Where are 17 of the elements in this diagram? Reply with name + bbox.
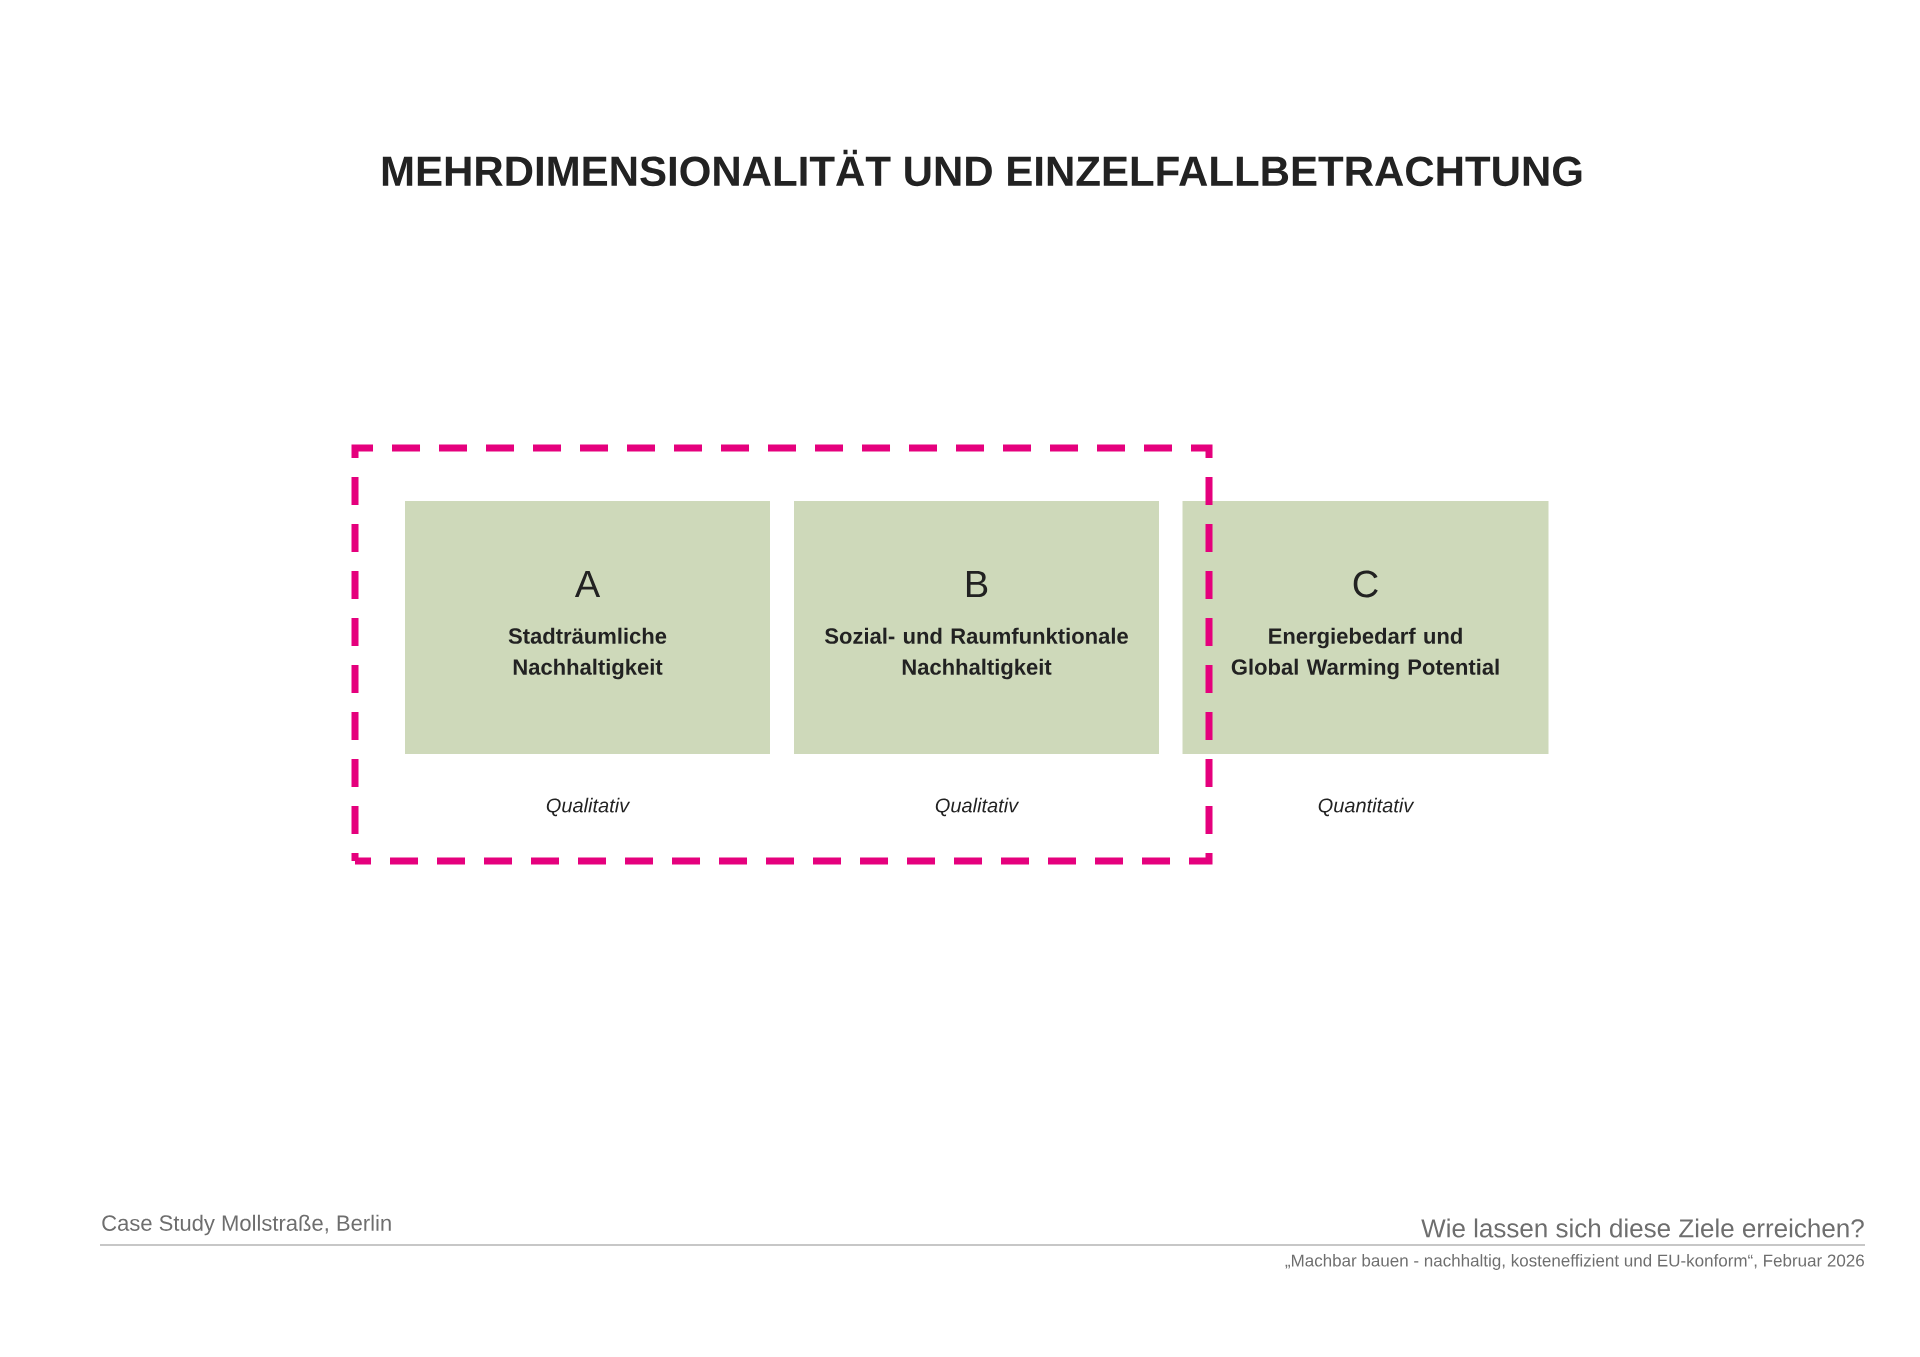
category-letter: B bbox=[966, 570, 988, 598]
category-heading: Energiebedarf und Global Warming Potential bbox=[1231, 627, 1499, 680]
category-box bbox=[1182, 501, 1549, 754]
category-heading: Stadträumliche Nachhaltigkeit bbox=[508, 627, 667, 680]
rating-label: Qualitativ bbox=[935, 797, 1020, 817]
rating-label: Quantitativ bbox=[1318, 797, 1415, 817]
category-heading: Sozial- und Raumfunktionale Nachhaltigkeit bbox=[824, 627, 1128, 680]
category-letter: C bbox=[1353, 570, 1378, 598]
category-letter: A bbox=[574, 570, 601, 598]
title: MEHRDIMENSIONALITÄT UND EINZELFALLBETRACHTUNG bbox=[382, 149, 1582, 187]
event-caption: „Machbar bauen - nachhaltig, kosteneffizient und EU-konform“, Februar 2026 bbox=[1285, 1254, 1864, 1270]
category-box bbox=[405, 501, 770, 754]
rating-label: Qualitativ bbox=[546, 797, 631, 817]
category-box bbox=[794, 501, 1159, 754]
question-text: Wie lassen sich diese Ziele erreichen? bbox=[1421, 1218, 1864, 1238]
dashed-frame bbox=[351, 444, 1213, 865]
project-caption: Case Study Mollstraße, Berlin bbox=[102, 1214, 391, 1236]
